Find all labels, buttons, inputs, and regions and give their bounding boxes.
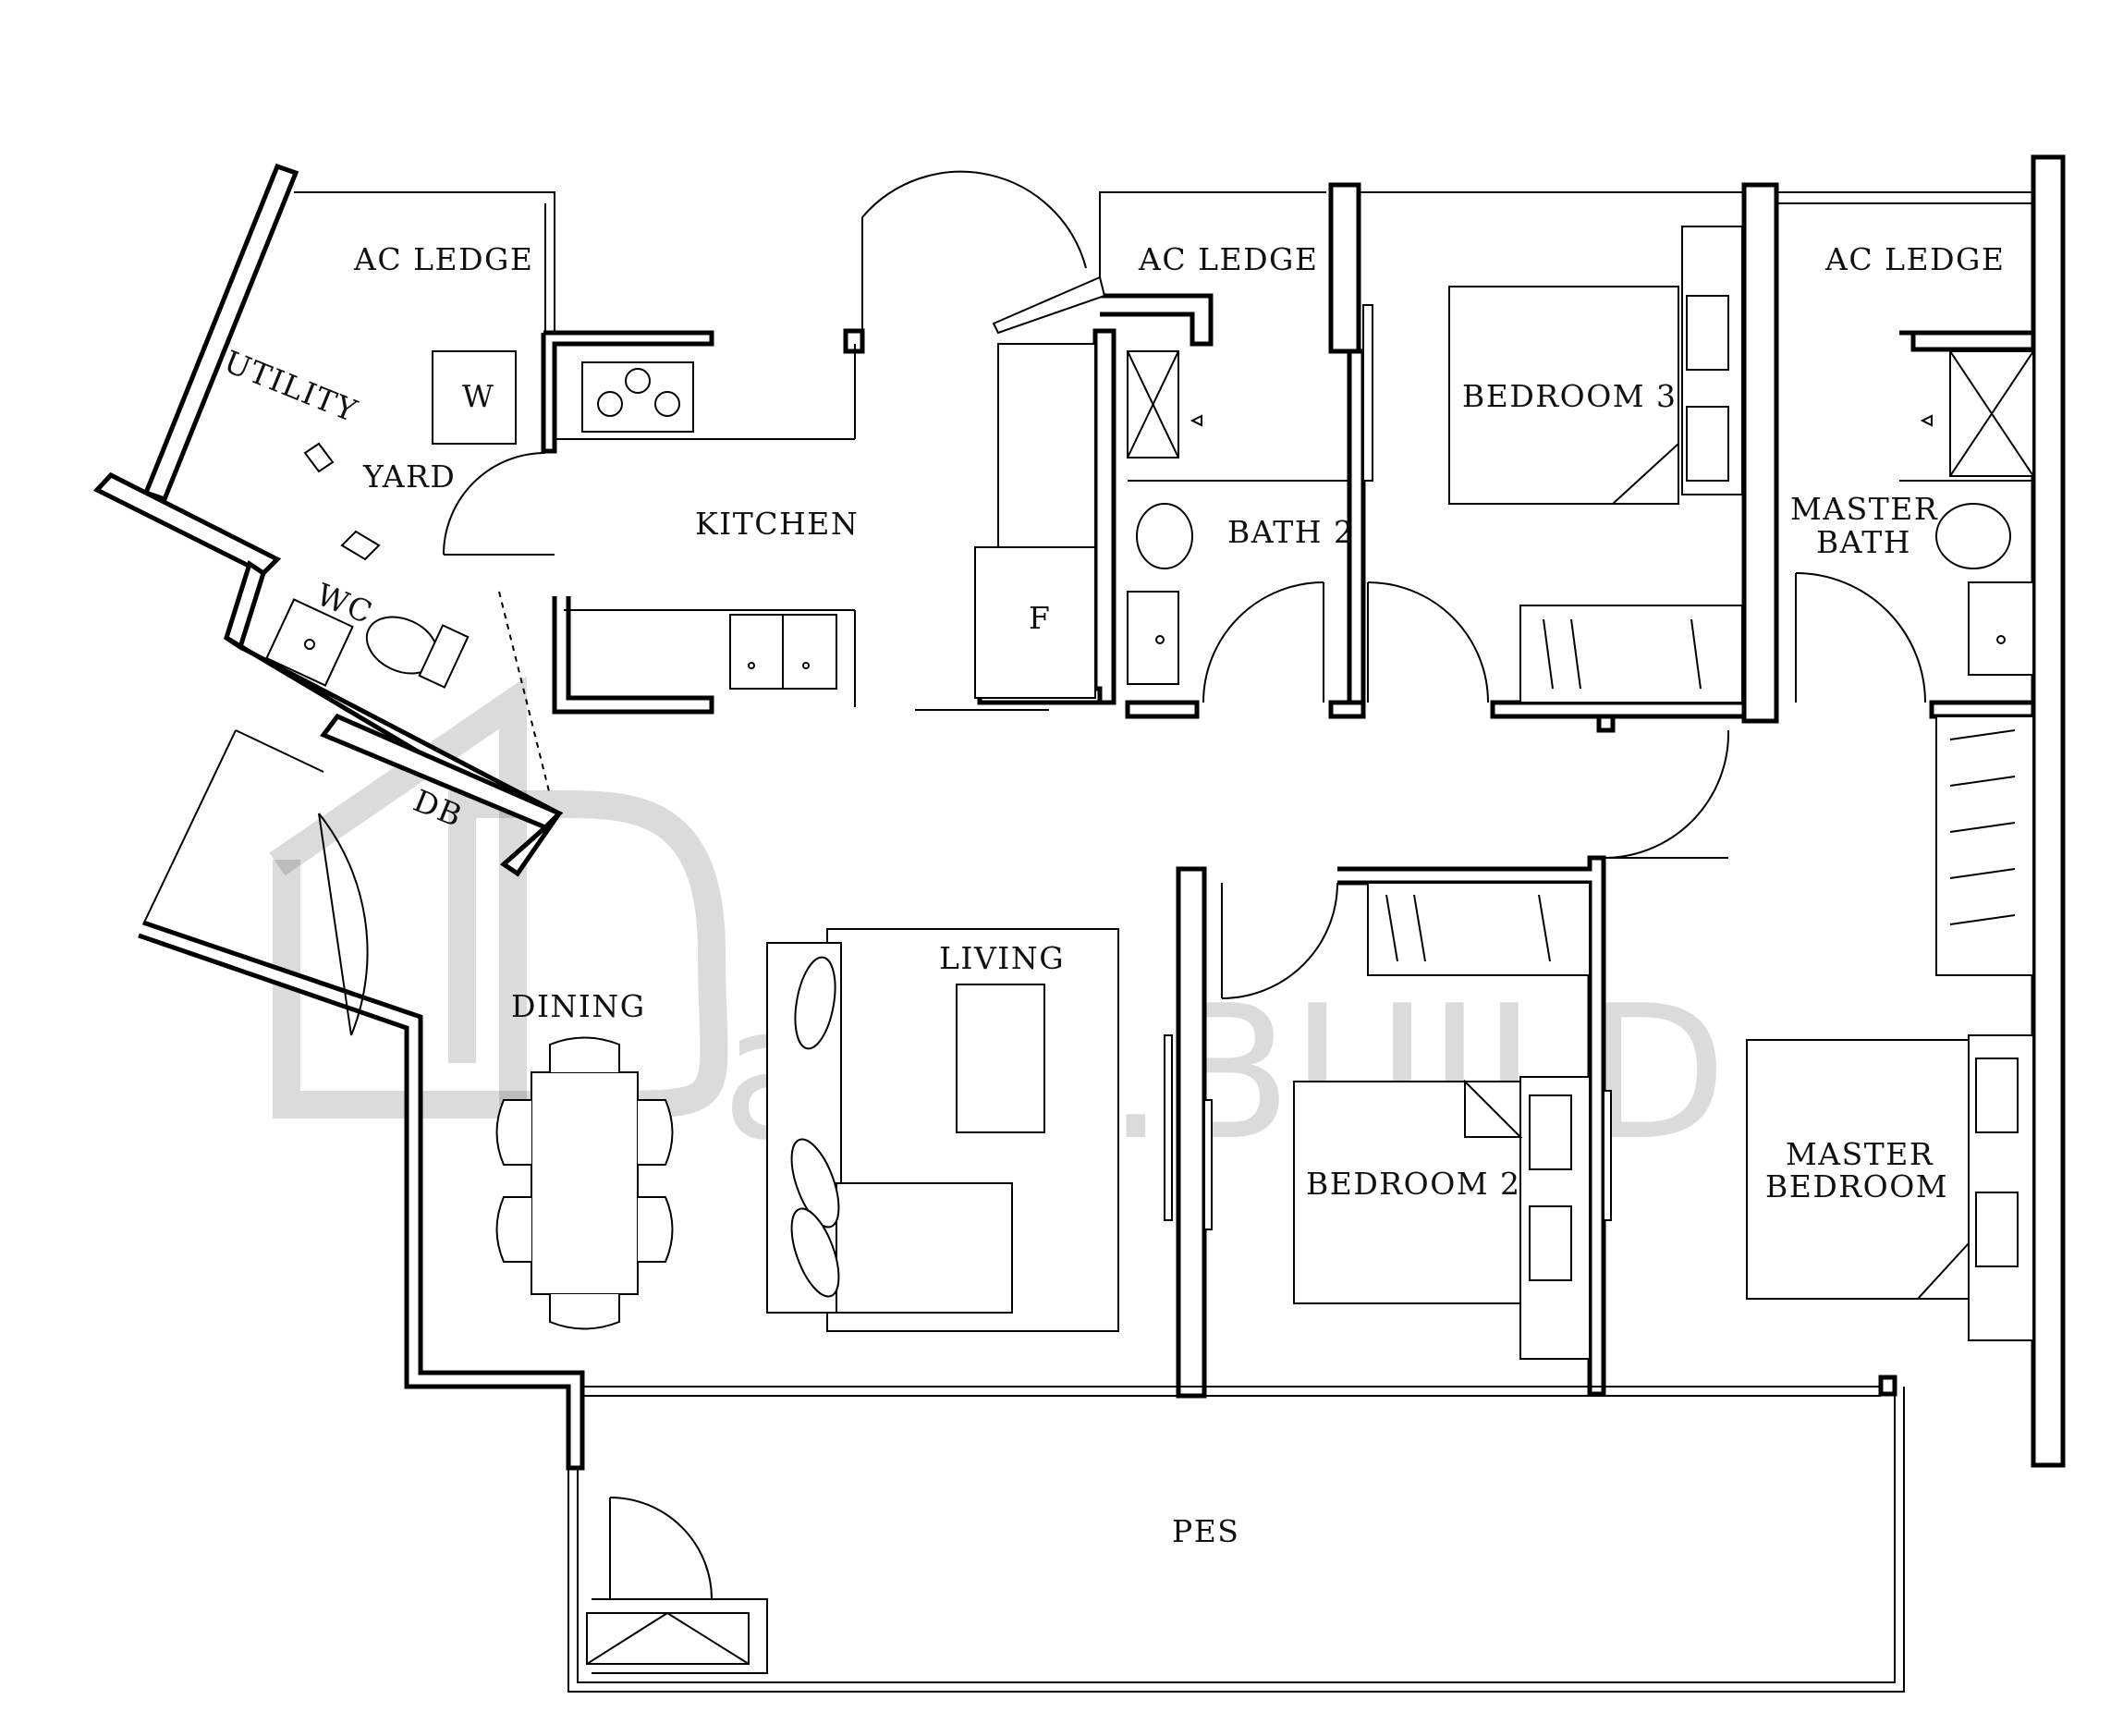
bedroom3-fixtures	[1362, 226, 1743, 703]
master-wardrobe-icon	[1935, 715, 2034, 976]
ac-ledge-2-label: AC LEDGE	[1138, 241, 1318, 277]
bed3-icon	[1448, 286, 1679, 505]
ac-ledge-1-label: AC LEDGE	[353, 241, 533, 277]
ac-ledge-3-label: AC LEDGE	[1824, 241, 2005, 277]
w-label: W	[462, 378, 494, 414]
utility-fixtures	[142, 350, 555, 1036]
fridge-label: F	[1029, 600, 1051, 636]
dining-table-icon	[531, 1071, 639, 1295]
master-bedroom-label-line1: MASTER	[1786, 1136, 1934, 1172]
bed2-wardrobe-icon	[1367, 882, 1591, 976]
master-bath-label-line2: BATH	[1816, 524, 1911, 560]
watermark-logo-icon	[273, 790, 728, 1119]
bed3-wardrobe-icon	[1519, 605, 1743, 703]
bedroom2-fixtures	[1203, 729, 1730, 1360]
bath2-toilet-icon	[1136, 503, 1193, 569]
kitchen-fixtures	[555, 170, 1106, 711]
bath2-fixtures	[1127, 350, 1349, 703]
master-bath-label-line1: MASTER	[1790, 491, 1938, 527]
pes-label: PES	[1172, 1513, 1239, 1549]
master-basin-icon	[1968, 581, 2034, 676]
utility-label: UTILITY	[219, 343, 363, 429]
dining-label: DINING	[511, 988, 646, 1024]
yard-label: YARD	[362, 458, 456, 495]
fridge-icon	[974, 546, 1096, 699]
master-bedroom-fixtures	[1746, 715, 2034, 1341]
washer-icon	[432, 350, 517, 445]
master-bath-fixtures	[1795, 350, 2034, 703]
bedroom-2-label: BEDROOM 2	[1306, 1166, 1521, 1202]
coffee-table-icon	[956, 984, 1045, 1133]
master-toilet-icon	[1935, 503, 2011, 569]
bath2-basin-icon	[1127, 591, 1179, 685]
living-dining-furniture	[495, 928, 1173, 1332]
master-bed-icon	[1746, 1039, 1970, 1300]
bath-2-label: BATH 2	[1227, 514, 1355, 550]
pes-balcony	[567, 1386, 1905, 1693]
watermark-roof-icon	[269, 676, 527, 1105]
living-label: LIVING	[939, 940, 1065, 976]
bedroom-3-label: BEDROOM 3	[1462, 378, 1678, 414]
kitchen-label: KITCHEN	[695, 506, 859, 542]
master-bedroom-label-line2: BEDROOM	[1765, 1168, 1948, 1204]
